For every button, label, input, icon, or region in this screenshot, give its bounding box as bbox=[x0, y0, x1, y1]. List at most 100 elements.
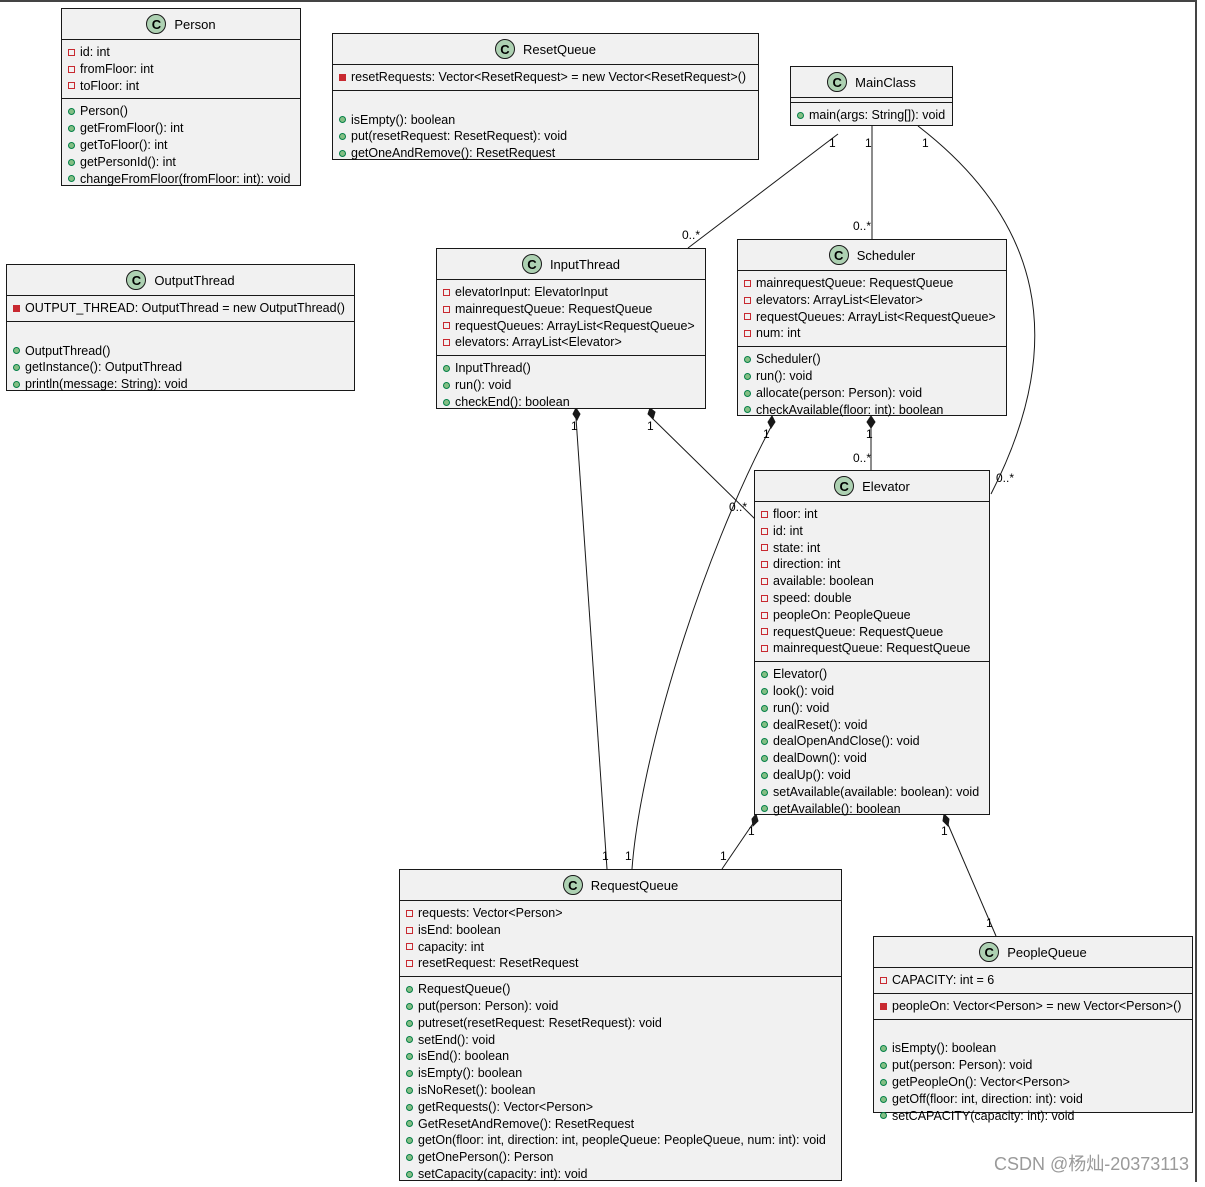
public-visibility-icon bbox=[744, 389, 751, 397]
private-visibility-icon bbox=[68, 65, 75, 73]
field-row: resetRequest: ResetRequest bbox=[406, 955, 841, 972]
method-row: getOnePerson(): Person bbox=[406, 1149, 841, 1166]
multiplicity-label: 1 bbox=[748, 824, 755, 838]
member-text: getOn(floor: int, direction: int, people… bbox=[418, 1133, 826, 1148]
public-visibility-icon bbox=[761, 771, 768, 779]
public-visibility-icon bbox=[761, 721, 768, 729]
class-stereotype-icon: C bbox=[828, 245, 849, 265]
member-text: put(person: Person): void bbox=[418, 998, 559, 1013]
edge-scheduler-requestqueue bbox=[631, 424, 773, 870]
public-visibility-icon bbox=[406, 986, 413, 994]
private-visibility-icon bbox=[406, 909, 413, 917]
member-text: isNoReset(): boolean bbox=[418, 1082, 536, 1097]
member-text: elevators: ArrayList<Elevator> bbox=[455, 335, 622, 350]
method-row: getInstance(): OutputThread bbox=[13, 359, 354, 376]
member-text: toFloor: int bbox=[80, 78, 140, 93]
member-text: id: int bbox=[773, 523, 803, 538]
public-visibility-icon bbox=[880, 1112, 887, 1120]
method-row: setCAPACITY(capacity: int): void bbox=[880, 1108, 1192, 1125]
member-text: peopleOn: PeopleQueue bbox=[773, 607, 911, 622]
member-text: direction: int bbox=[773, 557, 841, 572]
field-row: floor: int bbox=[761, 506, 989, 523]
private-visibility-icon bbox=[744, 296, 751, 304]
method-row: allocate(person: Person): void bbox=[744, 385, 1006, 402]
field-row: direction: int bbox=[761, 556, 989, 573]
multiplicity-label: 0..* bbox=[853, 451, 872, 465]
public-visibility-icon bbox=[744, 356, 751, 364]
private-visibility-icon bbox=[761, 510, 768, 518]
field-row: mainrequestQueue: RequestQueue bbox=[443, 301, 705, 318]
member-text: speed: double bbox=[773, 590, 852, 605]
member-text: getOnePerson(): Person bbox=[418, 1150, 554, 1165]
member-text: requestQueues: ArrayList<RequestQueue> bbox=[756, 309, 996, 324]
method-row: put(person: Person): void bbox=[406, 998, 841, 1015]
method-row: isEmpty(): boolean bbox=[880, 1040, 1192, 1057]
field-row: peopleOn: PeopleQueue bbox=[761, 607, 989, 624]
public-visibility-icon bbox=[406, 1019, 413, 1027]
private-visibility-icon bbox=[880, 976, 887, 984]
member-text: main(args: String[]): void bbox=[809, 108, 946, 122]
multiplicity-label: 1 bbox=[763, 427, 770, 441]
member-text: elevatorInput: ElevatorInput bbox=[455, 285, 608, 299]
multiplicity-label: 0..* bbox=[729, 500, 748, 514]
fields-section: OUTPUT_THREAD: OutputThread = new Output… bbox=[7, 295, 354, 321]
member-text: resetRequests: Vector<ResetRequest> = ne… bbox=[351, 70, 747, 84]
member-text: resetRequest: ResetRequest bbox=[418, 956, 579, 971]
private-visibility-icon bbox=[443, 339, 450, 347]
member-text: GetResetAndRemove(): ResetRequest bbox=[418, 1116, 635, 1131]
composition-diamond bbox=[751, 812, 759, 828]
member-text: floor: int bbox=[773, 507, 818, 521]
method-row: changeFromFloor(fromFloor: int): void bbox=[68, 171, 300, 188]
field-row: available: boolean bbox=[761, 573, 989, 590]
member-text: setCAPACITY(capacity: int): void bbox=[892, 1108, 1075, 1123]
method-row: run(): void bbox=[744, 368, 1006, 385]
member-text: look(): void bbox=[773, 683, 835, 698]
composition-diamond bbox=[572, 407, 581, 421]
method-row: run(): void bbox=[443, 377, 705, 394]
member-text: put(person: Person): void bbox=[892, 1058, 1033, 1073]
public-visibility-icon bbox=[13, 381, 20, 389]
field-row: requestQueue: RequestQueue bbox=[761, 624, 989, 641]
member-text: mainrequestQueue: RequestQueue bbox=[455, 301, 653, 316]
composition-diamond bbox=[647, 407, 656, 420]
private-visibility-icon bbox=[761, 594, 768, 602]
member-text: checkEnd(): boolean bbox=[455, 394, 570, 409]
multiplicity-label: 1 bbox=[647, 419, 654, 433]
member-text: elevators: ArrayList<Elevator> bbox=[756, 292, 923, 307]
multiplicity-label: 1 bbox=[625, 849, 632, 863]
field-row: id: int bbox=[761, 523, 989, 540]
method-row: checkAvailable(floor: int): boolean bbox=[744, 402, 1006, 419]
field-row: isEnd: boolean bbox=[406, 922, 841, 939]
member-text: mainrequestQueue: RequestQueue bbox=[756, 276, 954, 290]
class-stereotype-icon: C bbox=[979, 942, 1000, 962]
member-text: mainrequestQueue: RequestQueue bbox=[773, 641, 971, 656]
class-stereotype-icon: C bbox=[834, 476, 855, 496]
public-visibility-icon bbox=[761, 687, 768, 695]
member-text: setAvailable(available: boolean): void bbox=[773, 784, 980, 799]
member-text: requestQueues: ArrayList<RequestQueue> bbox=[455, 318, 695, 333]
member-text: getPersonId(): int bbox=[80, 154, 176, 169]
multiplicity-label: 1 bbox=[866, 427, 873, 441]
public-visibility-icon bbox=[761, 738, 768, 746]
private-visibility-icon bbox=[443, 305, 450, 313]
member-text: checkAvailable(floor: int): boolean bbox=[756, 402, 944, 417]
member-text: OutputThread() bbox=[25, 343, 111, 358]
